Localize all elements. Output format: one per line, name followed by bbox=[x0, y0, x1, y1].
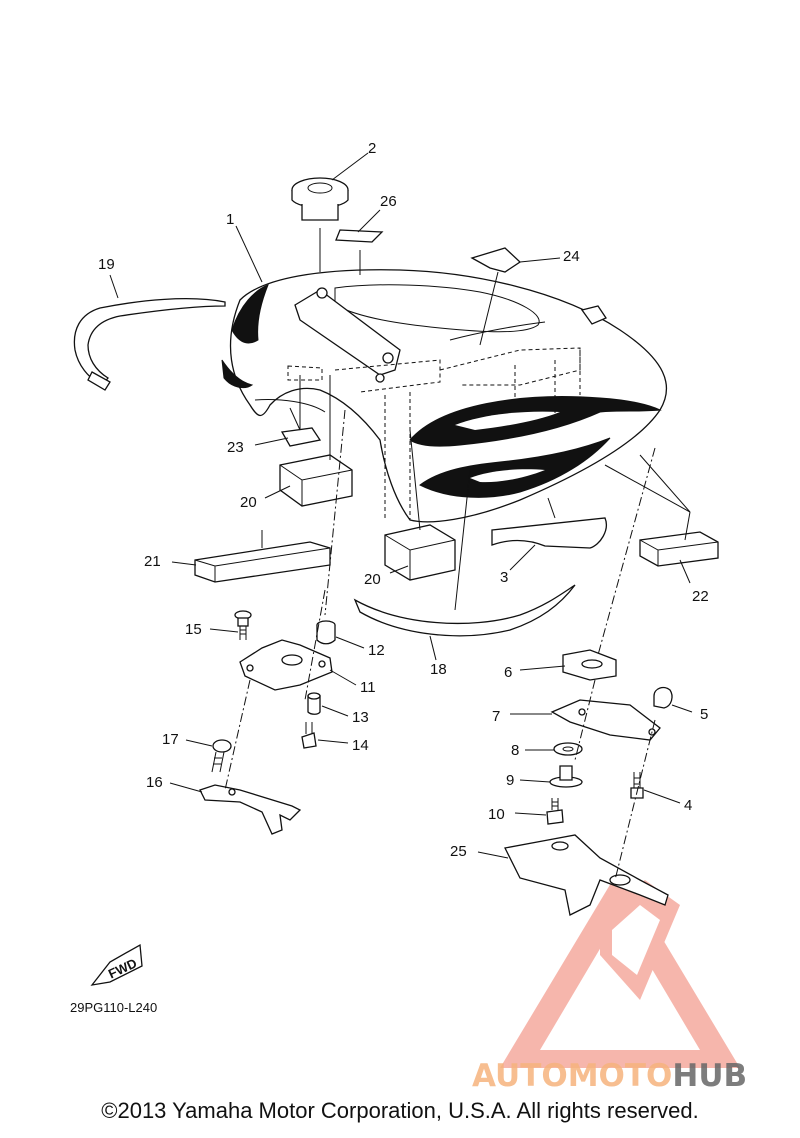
bracket-11 bbox=[239, 639, 333, 691]
callout-4: 4 bbox=[684, 797, 692, 814]
watermark-text: AUTOMOTOHUB bbox=[472, 1058, 747, 1094]
drawing-code: 29PG110-L240 bbox=[70, 1000, 157, 1015]
watermark-text-gray: HUB bbox=[672, 1058, 747, 1094]
copyright-notice: ©2013 Yamaha Motor Corporation, U.S.A. A… bbox=[101, 1098, 699, 1123]
callout-6: 6 bbox=[504, 664, 512, 681]
nut-5 bbox=[653, 686, 673, 709]
callout-11: 11 bbox=[360, 679, 376, 696]
watermark-text-orange: AUTOMOTO bbox=[472, 1058, 672, 1094]
callout-3: 3 bbox=[500, 569, 508, 586]
leader-lines bbox=[109, 152, 693, 859]
callout-18: 18 bbox=[430, 661, 447, 678]
washer-8 bbox=[553, 742, 583, 756]
callout-20-right: 20 bbox=[364, 571, 381, 588]
callout-5: 5 bbox=[700, 706, 708, 723]
tank-bracket bbox=[294, 287, 401, 383]
callout-10: 10 bbox=[488, 806, 505, 823]
callout-19: 19 bbox=[98, 256, 115, 273]
damper-20-right bbox=[384, 524, 456, 581]
pad-23 bbox=[280, 427, 322, 447]
callout-20-left: 20 bbox=[240, 494, 257, 511]
callout-1: 1 bbox=[226, 211, 234, 228]
callout-8: 8 bbox=[511, 742, 519, 759]
callout-17: 17 bbox=[162, 731, 179, 748]
callout-13: 13 bbox=[352, 709, 369, 726]
callout-2: 2 bbox=[368, 140, 376, 157]
bolt-10 bbox=[546, 798, 564, 825]
fuel-cap bbox=[291, 177, 349, 221]
bracket-7 bbox=[550, 699, 661, 741]
side-rail-19 bbox=[73, 298, 226, 391]
callout-9: 9 bbox=[506, 772, 514, 789]
callout-12: 12 bbox=[368, 642, 385, 659]
emblem-24 bbox=[470, 247, 522, 273]
collar-13 bbox=[307, 692, 321, 715]
fwd-arrow-icon: FWD bbox=[90, 943, 143, 986]
callout-24: 24 bbox=[563, 248, 580, 265]
decal-26 bbox=[335, 229, 384, 243]
callout-15: 15 bbox=[185, 621, 202, 638]
bracket-25 bbox=[504, 834, 669, 916]
svg-text:FWD: FWD bbox=[106, 955, 139, 981]
bracket-16 bbox=[199, 784, 302, 835]
damper-6 bbox=[562, 649, 617, 681]
watermark-logo bbox=[500, 868, 740, 1068]
callout-25: 25 bbox=[450, 843, 467, 860]
callout-23: 23 bbox=[227, 439, 244, 456]
damper-12 bbox=[316, 620, 336, 645]
bolt-14 bbox=[301, 722, 317, 749]
trim-18 bbox=[353, 584, 576, 637]
callout-14: 14 bbox=[352, 737, 369, 754]
pad-3 bbox=[491, 517, 607, 549]
damper-22 bbox=[639, 531, 719, 567]
bolt-15 bbox=[234, 610, 252, 640]
damper-20-left bbox=[279, 454, 353, 507]
collar-9 bbox=[549, 765, 583, 788]
callout-labels: 1 2 3 4 5 6 7 8 9 10 11 12 13 14 15 16 1… bbox=[98, 140, 709, 860]
callout-7: 7 bbox=[492, 708, 500, 725]
callout-26: 26 bbox=[380, 193, 397, 210]
callout-22: 22 bbox=[692, 588, 709, 605]
bolt-17 bbox=[211, 739, 232, 773]
callout-21: 21 bbox=[144, 553, 161, 570]
callout-16: 16 bbox=[146, 774, 163, 791]
